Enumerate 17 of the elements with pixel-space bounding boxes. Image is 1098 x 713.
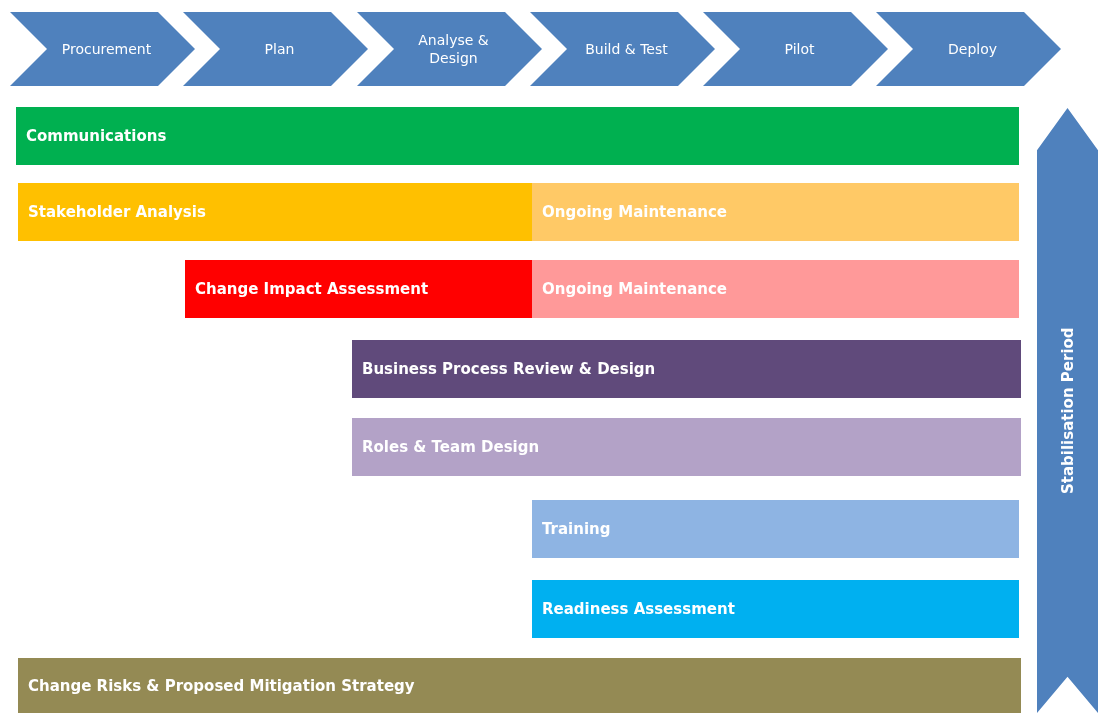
task-bar: Roles & Team Design (352, 418, 1021, 476)
phase-step: Plan (183, 12, 368, 86)
task-bar: Ongoing Maintenance (532, 260, 1019, 318)
task-bar: Communications (16, 107, 1019, 165)
task-bar: Readiness Assessment (532, 580, 1019, 638)
period-band: Stabilisation Period (1037, 108, 1098, 713)
task-bar: Business Process Review & Design (352, 340, 1021, 398)
phase-step: Pilot (703, 12, 888, 86)
task-bar: Change Risks & Proposed Mitigation Strategy (18, 658, 1021, 713)
phase-step: Build & Test (530, 12, 715, 86)
phase-step: Procurement (10, 12, 195, 86)
phase-step: Deploy (876, 12, 1061, 86)
phase-step: Analyse & Design (357, 12, 542, 86)
task-bar: Stakeholder Analysis (18, 183, 532, 241)
task-bar: Training (532, 500, 1019, 558)
task-bar: Change Impact Assessment (185, 260, 532, 318)
task-bar: Ongoing Maintenance (532, 183, 1019, 241)
